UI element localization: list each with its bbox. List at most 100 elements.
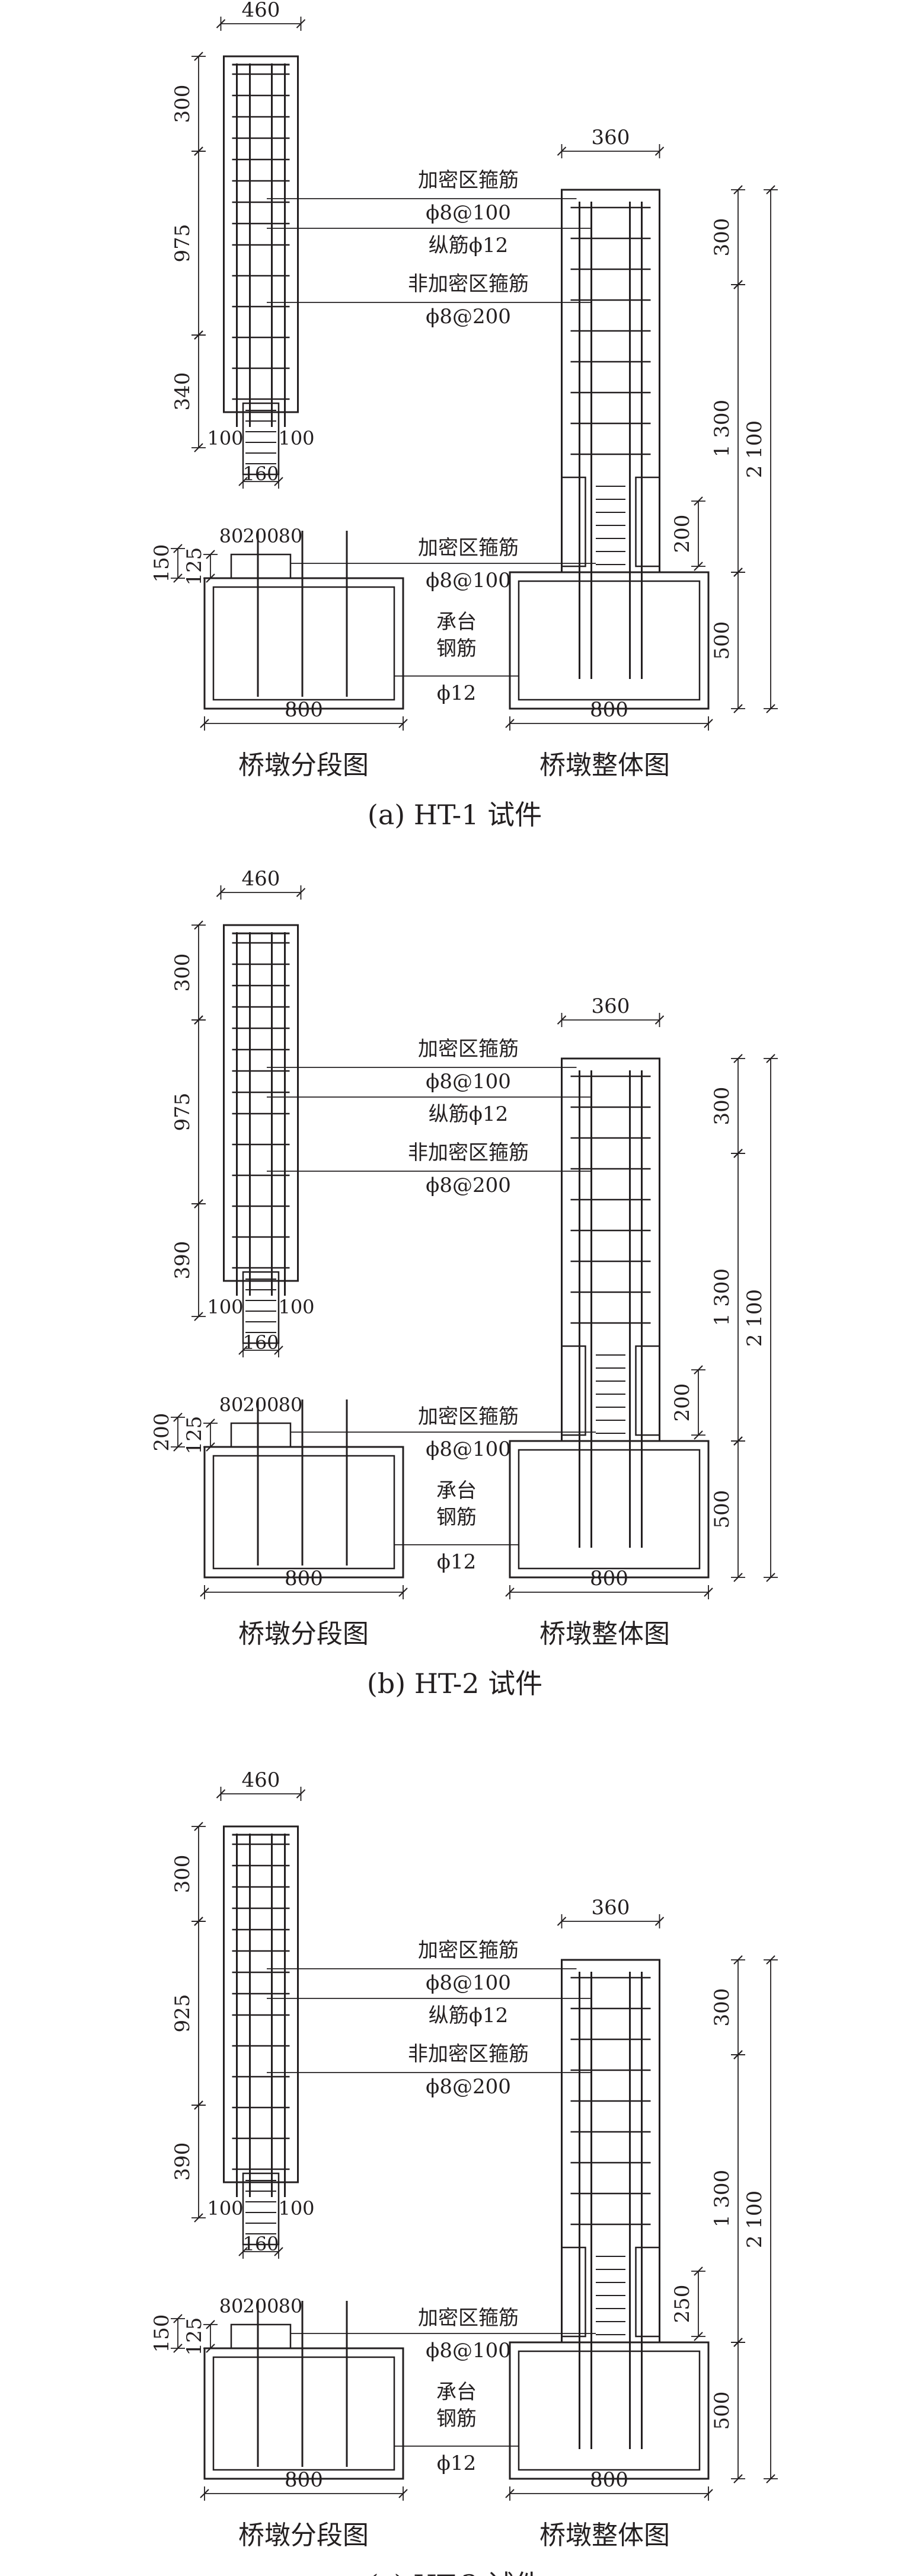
dim-text: 390 [171,1241,194,1280]
label-text: 纵筋ϕ12 [429,1102,508,1126]
dim-text: 100 [207,427,243,449]
dim-text: 160 [242,2233,279,2255]
dim-text: 200 [670,515,694,553]
panel-caption: (b) HT-2 试件 [367,1668,542,1700]
label-text: 承台 [436,1479,477,1503]
connector-box [242,2172,280,2246]
socket-outline [230,1422,292,1448]
cap-rebar [212,586,395,701]
dim-text: 80 [219,1394,244,1416]
right-title: 桥墩整体图 [539,1619,670,1649]
right-column-outline [561,189,660,573]
dim-text: 100 [278,427,314,449]
dim-text: 100 [278,1296,314,1318]
label-text: 加密区箍筋 [418,536,519,560]
dim-text: 150 [150,2314,174,2353]
dim-text: 340 [171,372,194,411]
cap-outline [509,2341,710,2480]
dim-text: 2 100 [743,2191,767,2248]
label-text: ϕ8@100 [426,201,511,225]
label-text: 承台 [436,2380,477,2404]
connector-box [242,402,280,476]
dim-text: 300 [710,1087,734,1126]
dim-text: 300 [171,1855,194,1893]
label-text: ϕ12 [437,2451,476,2475]
label-text: 加密区箍筋 [418,1939,519,1962]
dim-text: 125 [183,1416,206,1455]
label-text: ϕ12 [437,681,476,705]
dim-text: 300 [171,954,194,992]
dim-text: 1 300 [710,1268,734,1326]
label-text: ϕ8@100 [426,569,511,592]
dim-text: 460 [242,1768,280,1792]
hatched-grout [635,476,660,568]
dim-text: 80 [279,525,303,547]
dim-text: 80 [219,525,244,547]
cap-outline [203,2347,404,2480]
cap-outline [203,1446,404,1579]
cap-rebar [212,2356,395,2471]
left-column-outline [223,1825,299,2183]
label-text: 加密区箍筋 [418,1037,519,1061]
label-text: 钢筋 [436,1506,477,1529]
dim-text: 975 [171,1093,194,1131]
label-text: 加密区箍筋 [418,1405,519,1429]
cap-rebar [518,1449,701,1570]
dim-text: 460 [242,867,280,891]
socket-outline [230,553,292,579]
hatched-grout [635,2246,660,2338]
panel-caption: (c) HT-3 试件 [368,2569,542,2576]
left-title: 桥墩分段图 [238,750,369,780]
dim-text: 1 300 [710,400,734,457]
label-text: 非加密区箍筋 [408,2042,529,2066]
label-text: ϕ8@100 [426,1971,511,1995]
dim-text: 390 [171,2143,194,2181]
cap-outline [203,577,404,710]
dim-text: 800 [285,1567,323,1590]
right-column-outline [561,1057,660,1442]
label-text: ϕ8@100 [426,2339,511,2363]
label-text: ϕ8@200 [426,1174,511,1197]
left-column-outline [223,924,299,1282]
right-title: 桥墩整体图 [539,2520,670,2551]
socket-outline [230,2323,292,2349]
dim-text: 200 [242,2295,279,2317]
dim-text: 80 [219,2295,244,2317]
dim-text: 100 [207,1296,243,1318]
dim-text: 200 [670,1383,694,1422]
label-text: ϕ8@100 [426,1070,511,1093]
dim-text: 1 300 [710,2170,734,2227]
dim-text: 975 [171,224,194,263]
dim-text: 200 [150,1413,174,1452]
dim-text: 500 [710,1490,734,1529]
panel-caption: (a) HT-1 试件 [368,799,542,831]
cap-outline [509,1440,710,1579]
dim-text: 360 [592,994,630,1018]
dim-text: 125 [183,2317,206,2356]
dim-text: 100 [207,2197,243,2220]
dim-text: 500 [710,2392,734,2430]
left-column-outline [223,55,299,413]
cap-outline [509,571,710,710]
dim-text: 360 [592,1896,630,1920]
dim-text: 800 [590,2468,628,2492]
label-text: ϕ12 [437,1550,476,1574]
dim-text: 160 [242,463,279,485]
right-title: 桥墩整体图 [539,750,670,780]
hatched-grout [561,1345,586,1436]
dim-text: 2 100 [743,420,767,478]
dim-text: 925 [171,1994,194,2033]
dim-text: 200 [242,1394,279,1416]
hatched-grout [635,1345,660,1436]
connector-box [242,1271,280,1344]
dim-text: 300 [710,1988,734,2027]
dim-text: 160 [242,1331,279,1354]
dim-text: 460 [242,0,280,22]
dim-text: 360 [592,126,630,149]
label-text: 承台 [436,610,477,634]
dim-text: 200 [242,525,279,547]
